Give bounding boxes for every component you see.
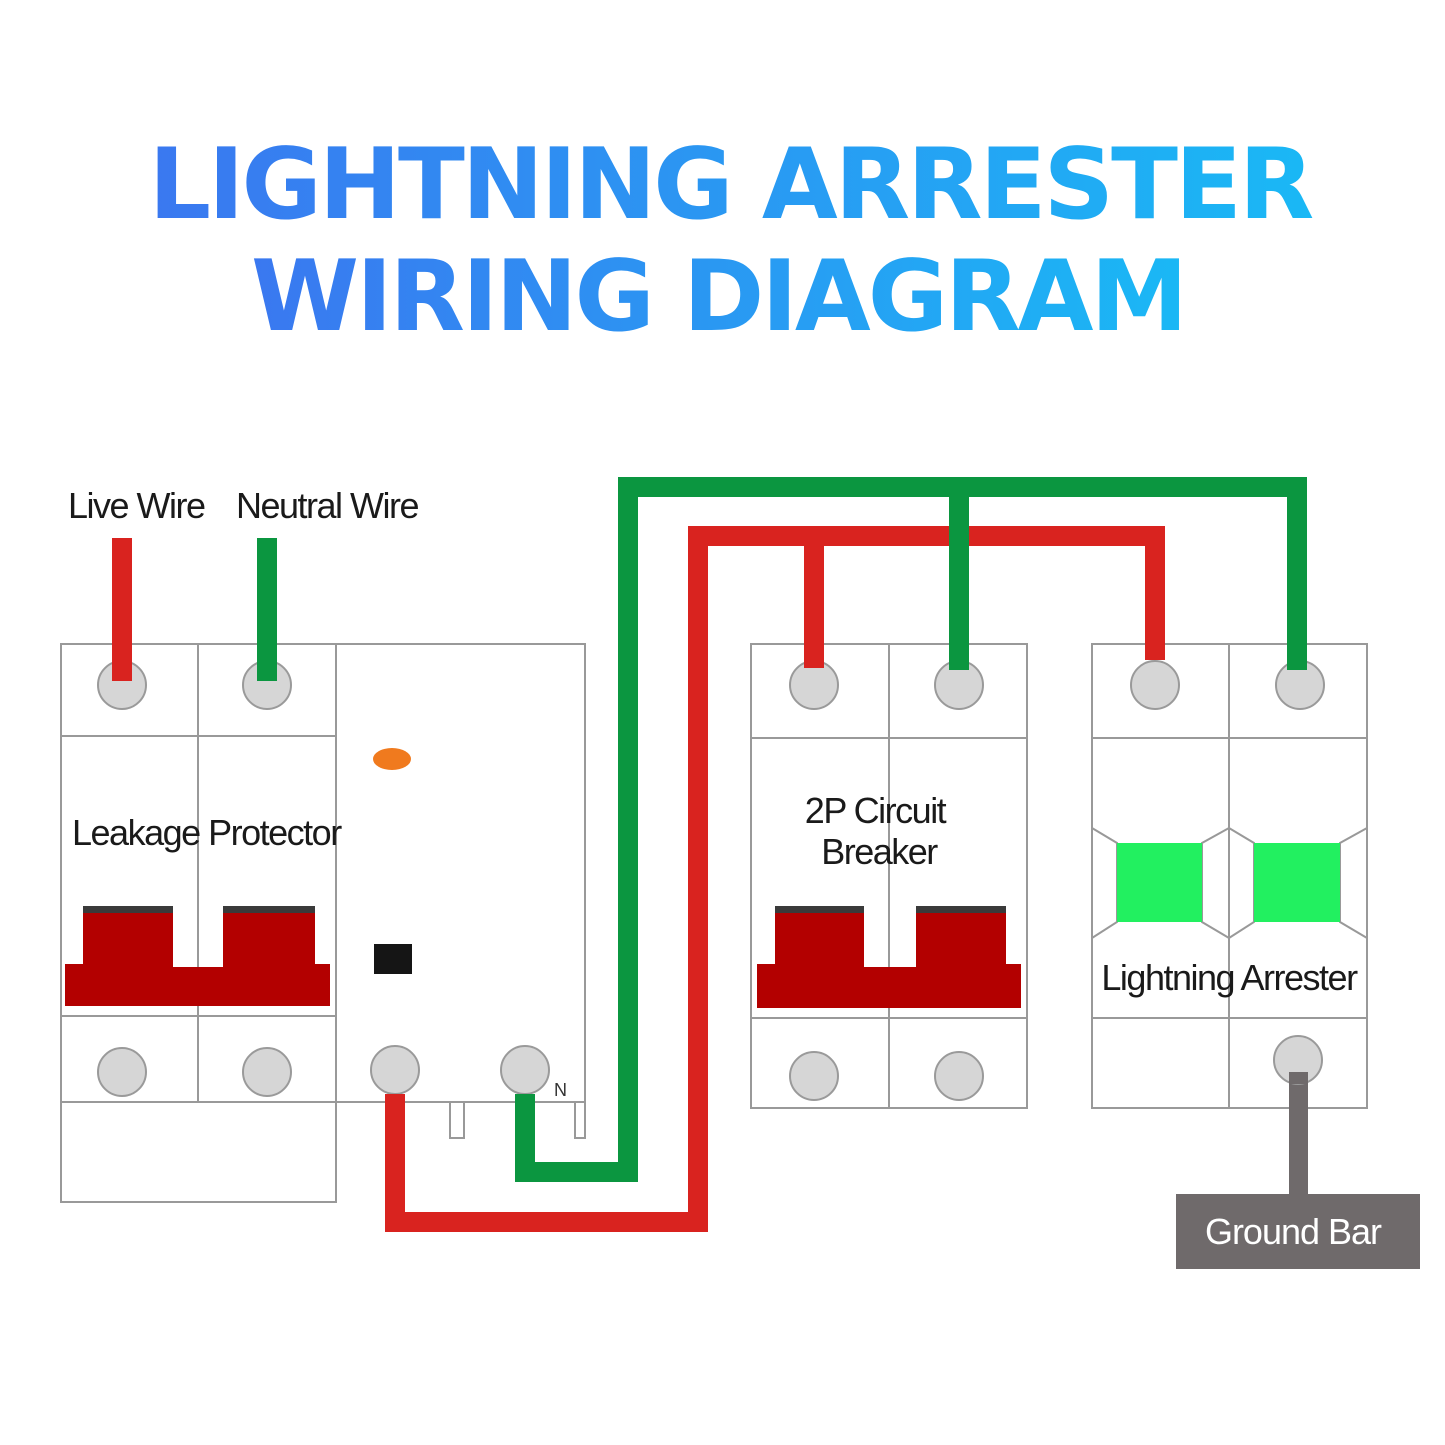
arrester-indicator-right <box>1254 843 1340 922</box>
test-button[interactable] <box>374 944 412 974</box>
neutral-wire-end <box>1287 640 1307 670</box>
live-wire-label: Live Wire <box>68 485 205 526</box>
ground-bar <box>1176 1194 1420 1269</box>
live-wire-end <box>804 640 824 668</box>
neutral-wire-end <box>949 640 969 670</box>
neutral-wire-end <box>257 640 277 681</box>
rcd-module-body <box>335 643 586 1103</box>
title-line-1: LIGHTNING ARRESTER <box>149 128 1313 242</box>
leakage-protector-label: Leakage Protector <box>72 812 342 853</box>
leakage-protector-switch[interactable] <box>65 906 330 1006</box>
circuit-breaker-switch[interactable] <box>757 906 1021 1008</box>
circuit-breaker-label-2: Breaker <box>821 831 938 872</box>
terminal-screw[interactable] <box>500 1045 550 1095</box>
neutral-terminal-label: N <box>554 1080 567 1100</box>
title-line-2: WIRING DIAGRAM <box>251 240 1185 354</box>
terminal-screw[interactable] <box>370 1045 420 1095</box>
live-wire-end <box>1145 640 1165 660</box>
terminal-screw[interactable] <box>789 1051 839 1101</box>
terminal-screw[interactable] <box>242 1047 292 1097</box>
circuit-breaker <box>750 643 1028 1109</box>
ground-bar-label: Ground Bar <box>1205 1211 1382 1252</box>
terminal-screw[interactable] <box>789 660 839 710</box>
ground-wire <box>1289 1072 1308 1196</box>
terminal-screw[interactable] <box>934 1051 984 1101</box>
rcd-module-foot <box>336 1101 586 1139</box>
circuit-breaker-label-1: 2P Circuit <box>805 790 947 831</box>
indicator-light <box>373 748 411 770</box>
live-wire-end <box>112 640 132 681</box>
terminal-screw[interactable] <box>97 1047 147 1097</box>
rcd-module <box>335 643 586 1103</box>
neutral-wire-label: Neutral Wire <box>236 485 419 526</box>
lightning-arrester-label: Lightning Arrester <box>1101 957 1358 998</box>
arrester-indicator-left <box>1117 843 1202 922</box>
ground-wire-end <box>1289 1072 1308 1084</box>
terminal-screw[interactable] <box>1130 660 1180 710</box>
live-wire-end <box>385 1094 405 1106</box>
neutral-wire-loop <box>515 477 1307 1182</box>
neutral-wire-end <box>515 1094 535 1106</box>
